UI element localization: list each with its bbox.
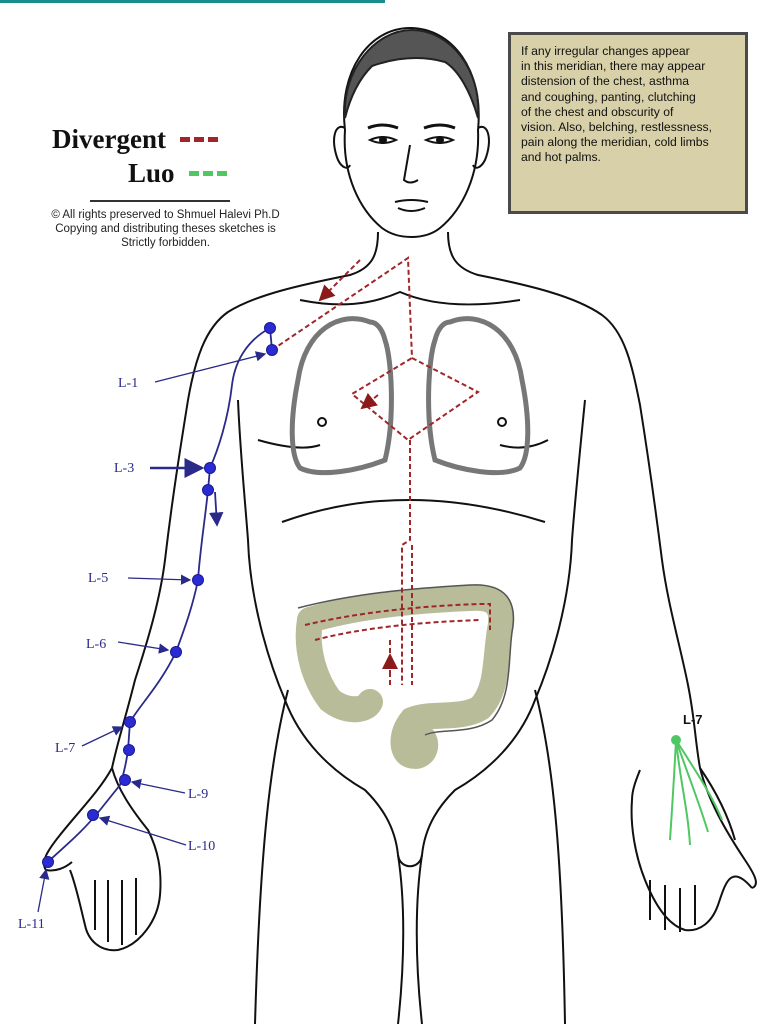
info-line: in this meridian, there may appear (521, 59, 706, 74)
info-line: and coughing, panting, clutching (521, 89, 696, 104)
legend-divider (90, 200, 230, 202)
legend-divergent: Divergent (50, 122, 250, 156)
label-l1: L-1 (118, 376, 138, 391)
copyright-line: Copying and distributing theses sketches… (55, 223, 276, 235)
label-l10: L-10 (188, 839, 215, 854)
point-l1-upper (264, 322, 276, 334)
info-line: and hot palms. (521, 150, 601, 165)
point-l6 (170, 646, 182, 658)
large-intestine (295, 584, 515, 769)
luo-channel (669, 739, 723, 846)
point-l11 (42, 856, 54, 868)
point-l4 (202, 484, 214, 496)
label-l3: L-3 (114, 461, 134, 476)
lung-points (42, 322, 278, 868)
point-l5 (192, 574, 204, 586)
point-l9 (119, 774, 131, 786)
legend-divergent-label: Divergent (52, 123, 166, 154)
point-l1 (266, 344, 278, 356)
copyright-line: Strictly forbidden. (121, 237, 210, 249)
label-pointers (37, 351, 267, 913)
divergent-channel (271, 256, 491, 685)
label-l9: L-9 (188, 787, 208, 802)
label-l5: L-5 (88, 571, 108, 586)
copyright-line: © All rights preserved to Shmuel Halevi … (51, 209, 280, 221)
legend-luo-swatch (188, 170, 227, 176)
label-luo-l7: L-7 (683, 712, 703, 727)
info-line: vision. Also, belching, restlessness, (521, 120, 713, 135)
legend: Divergent Luo (50, 122, 250, 190)
lungs (289, 316, 531, 476)
top-accent-bar (0, 0, 385, 3)
copyright-notice: © All rights preserved to Shmuel Halevi … (18, 208, 313, 250)
legend-divergent-swatch (179, 136, 218, 142)
head-outline (333, 26, 490, 238)
label-l6: L-6 (86, 637, 106, 652)
info-line: distension of the chest, asthma (521, 74, 690, 89)
point-l8 (123, 744, 135, 756)
info-line: If any irregular changes appear (521, 44, 690, 58)
label-l11: L-11 (18, 917, 45, 932)
point-l7 (124, 716, 136, 728)
symptoms-info-box: If any irregular changes appear in this … (508, 32, 748, 214)
point-l3 (204, 462, 216, 474)
right-hand-outline (630, 767, 753, 932)
info-line: of the chest and obscurity of (521, 104, 674, 119)
label-l7: L-7 (55, 741, 75, 756)
info-line: pain along the meridian, cold limbs (521, 135, 709, 150)
legend-luo: Luo (50, 156, 250, 190)
luo-point-l7 (671, 735, 681, 745)
point-l10 (87, 809, 99, 821)
left-hand-outline (45, 767, 162, 952)
torso-outline (42, 231, 757, 1024)
legend-luo-label: Luo (128, 157, 175, 188)
